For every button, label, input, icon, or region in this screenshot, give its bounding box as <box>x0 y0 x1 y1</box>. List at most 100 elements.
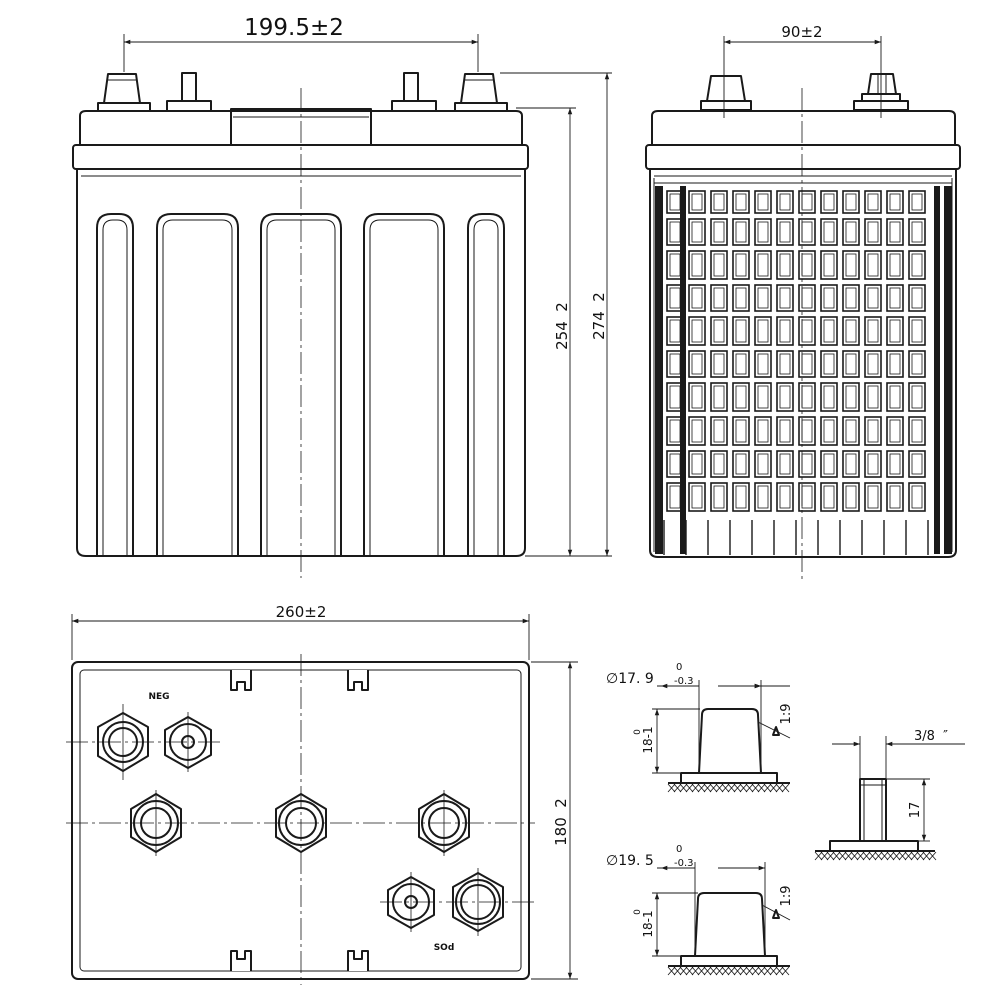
side-rib-cell <box>886 450 904 478</box>
front-lid-rim <box>72 144 529 170</box>
side-rib-cell-inner <box>757 419 769 443</box>
side-rib-cell <box>864 382 882 412</box>
side-rib-cell-inner <box>911 221 923 243</box>
front-view: 199.5±2 254 2 274 2 <box>72 15 612 578</box>
side-rib-cell-inner <box>713 221 725 243</box>
side-rib-cell-inner <box>823 385 835 409</box>
side-rib-cell <box>666 316 684 346</box>
side-rib-cell <box>842 350 860 378</box>
side-rib-cell <box>820 316 838 346</box>
side-rib-cell <box>754 482 772 512</box>
terminal-cone <box>694 892 766 957</box>
side-rib-cell-inner <box>801 319 813 343</box>
side-rib-cell-inner <box>735 485 747 509</box>
hatch-line <box>775 783 784 793</box>
side-lid-rim <box>645 144 961 170</box>
top-neg-label: NEG <box>148 692 169 702</box>
side-rib-cell-inner <box>823 319 835 343</box>
top-outline-outer <box>71 661 530 980</box>
side-rib-cell-inner <box>911 353 923 375</box>
side-rib-cell <box>688 218 706 246</box>
side-rib-cell-inner <box>867 319 879 343</box>
side-rib-cell-inner <box>911 419 923 443</box>
side-rib-cell-inner <box>845 253 857 277</box>
hatch-line <box>862 851 871 861</box>
side-rib-cell <box>776 250 794 280</box>
detail1-height: 18-1 <box>641 726 655 753</box>
hatch-line <box>769 783 778 793</box>
side-rib-cell <box>754 284 772 312</box>
side-rib-cell <box>688 482 706 512</box>
side-rib-cell-inner <box>889 353 901 375</box>
side-rib-cell <box>754 190 772 214</box>
side-rib-cell <box>820 190 838 214</box>
side-rib-cell <box>908 190 926 214</box>
front-terminal-right <box>454 73 508 112</box>
side-rib-cell <box>798 250 816 280</box>
hatch-line <box>916 851 925 861</box>
hatch-line <box>880 851 889 861</box>
side-rib-cell-inner <box>691 485 703 509</box>
side-rib-cell <box>908 482 926 512</box>
side-rib-cell-inner <box>823 453 835 475</box>
side-rib-cell-inner <box>889 193 901 211</box>
detail2-tol-lower: -0.3 <box>674 858 694 869</box>
top-notch <box>230 670 252 691</box>
front-vent-right <box>391 72 437 112</box>
side-rib-cell-inner <box>757 221 769 243</box>
side-rib-cell <box>886 218 904 246</box>
hatch-line <box>739 966 748 976</box>
side-terminal-left <box>700 75 752 111</box>
detail1-taper: 1:9 <box>779 704 794 725</box>
side-rib-cell-inner <box>779 287 791 309</box>
side-rib-cell-inner <box>867 253 879 277</box>
side-rib-cell-inner <box>779 485 791 509</box>
side-rib-cell-inner <box>801 221 813 243</box>
top-pos-label: SOd <box>434 943 455 953</box>
side-rib-cell-inner <box>735 221 747 243</box>
side-rib-cell-inner <box>735 319 747 343</box>
top-notch <box>347 670 369 691</box>
side-rib-cell-inner <box>757 385 769 409</box>
hatch-line <box>697 783 706 793</box>
side-view: 90±2 <box>645 23 961 580</box>
side-rib-cell-inner <box>911 193 923 211</box>
side-rib-cell-inner <box>823 253 835 277</box>
side-rib-cell-inner <box>735 419 747 443</box>
hatch-line <box>844 851 853 861</box>
front-lid <box>79 110 523 145</box>
side-rib-cell <box>754 316 772 346</box>
hatch-line <box>673 783 682 793</box>
side-rib-cell <box>754 250 772 280</box>
side-rib-cell <box>732 190 750 214</box>
side-rib-cell <box>886 482 904 512</box>
hatch-line <box>721 966 730 976</box>
side-rib-cell <box>842 284 860 312</box>
side-rib-cell-inner <box>801 385 813 409</box>
side-rib-cell-inner <box>845 221 857 243</box>
side-rib-bar <box>934 186 940 554</box>
side-rib-cell <box>688 450 706 478</box>
side-rib-cell <box>710 350 728 378</box>
side-rib-cell-inner <box>823 419 835 443</box>
hatch-line <box>850 851 859 861</box>
side-rib-cell <box>710 482 728 512</box>
side-rib-cell-inner <box>779 385 791 409</box>
side-rib-cell <box>710 416 728 446</box>
side-rib-cell-inner <box>691 419 703 443</box>
hatch-line <box>751 966 760 976</box>
side-rib-cell-inner <box>867 287 879 309</box>
hatch-line <box>721 783 730 793</box>
hatch-line <box>697 966 706 976</box>
side-rib-cell-inner <box>757 353 769 375</box>
side-rib-cell <box>710 284 728 312</box>
hatch-line <box>814 851 823 861</box>
side-rib-cell-inner <box>801 453 813 475</box>
side-rib-cell-inner <box>691 353 703 375</box>
side-rib-cell <box>820 218 838 246</box>
hatch-line <box>685 783 694 793</box>
hatch-line <box>679 783 688 793</box>
side-rib-cell <box>864 350 882 378</box>
side-rib-cell-inner <box>801 287 813 309</box>
